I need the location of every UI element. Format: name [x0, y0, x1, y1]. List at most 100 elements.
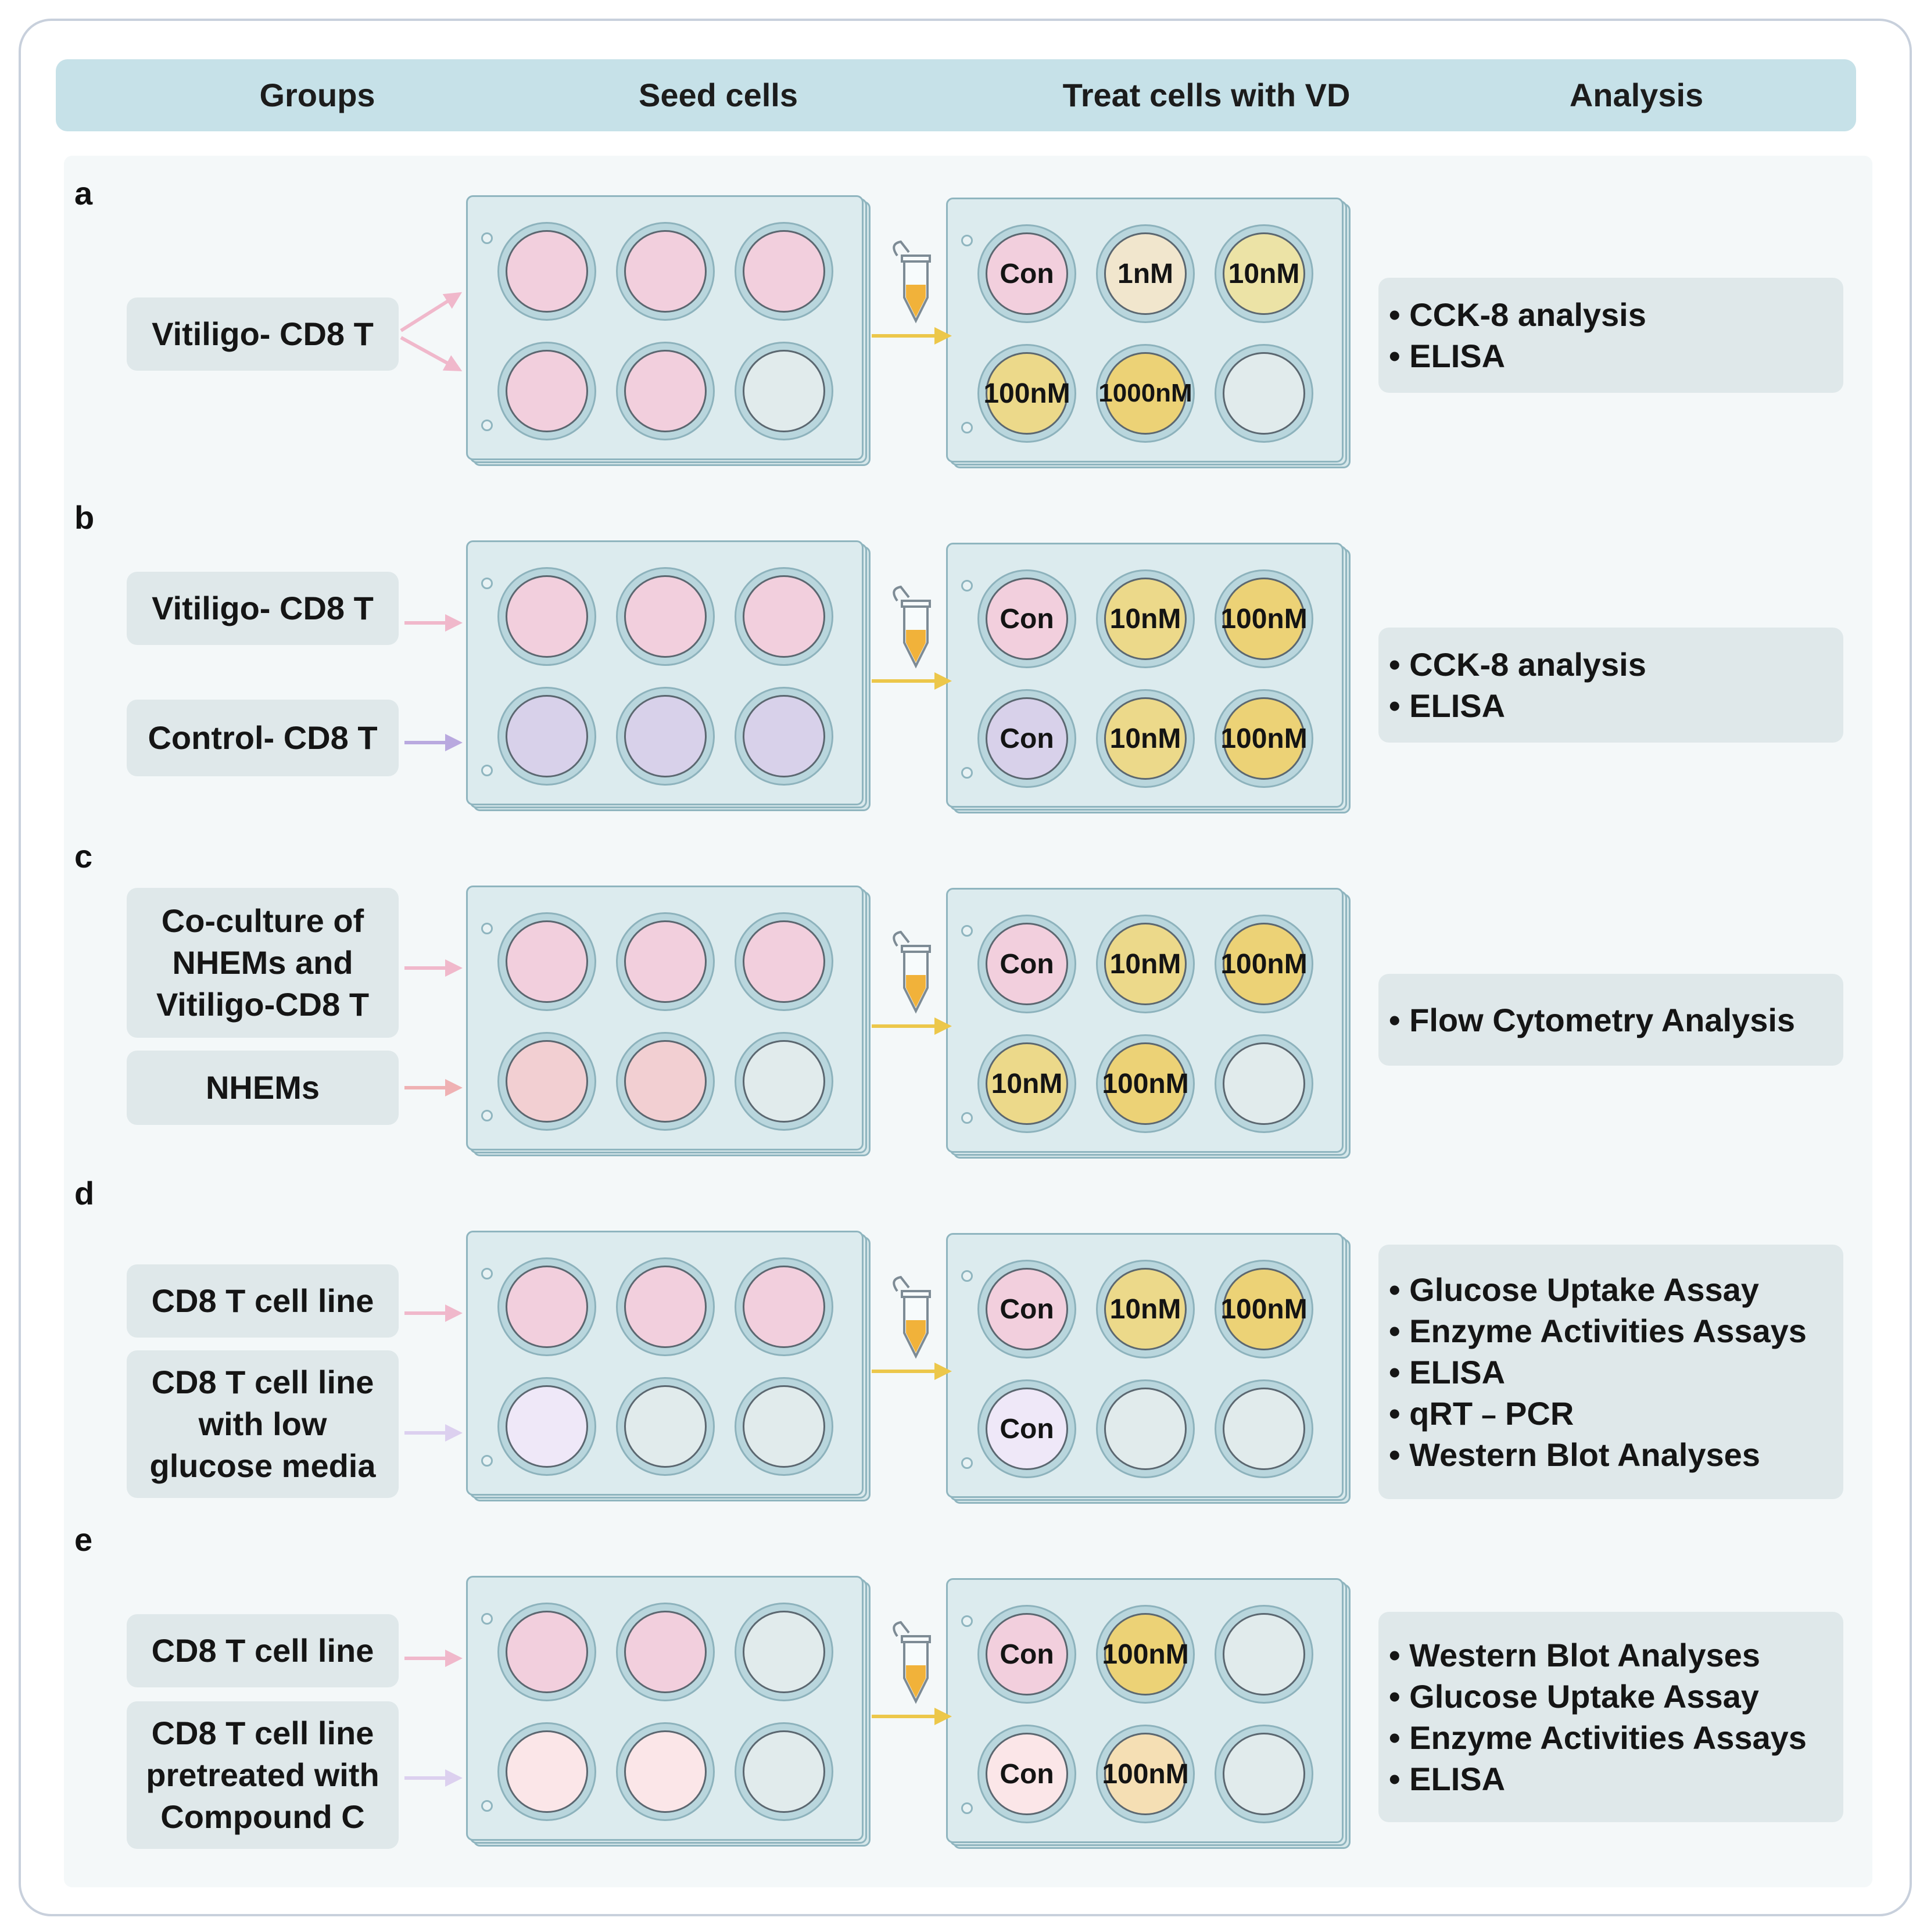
- well-medium: 100nM: [1102, 1733, 1189, 1815]
- panel-label-d: d: [74, 1175, 95, 1211]
- well-concentration-label: 1000nM: [1098, 379, 1192, 407]
- well-concentration-label: Con: [1000, 603, 1054, 635]
- well-medium: [506, 1266, 588, 1348]
- well-concentration-label: 10nM: [1228, 258, 1300, 289]
- well-medium: Con: [986, 1613, 1068, 1696]
- well: 100nM: [1215, 915, 1313, 1013]
- well: [616, 222, 715, 321]
- empty-well: [735, 1603, 833, 1701]
- well-concentration-label: 10nM: [1109, 603, 1181, 635]
- well: Con: [977, 689, 1076, 788]
- well: 10nM: [1096, 569, 1195, 668]
- well-concentration-label: 10nM: [1109, 948, 1181, 980]
- well-medium: [506, 1385, 588, 1468]
- empty-well: [1215, 1605, 1313, 1704]
- well: Con: [977, 1725, 1076, 1823]
- well: [735, 1257, 833, 1356]
- plate-notch: [961, 580, 973, 592]
- well-concentration-label: Con: [1000, 723, 1054, 754]
- well-concentration-label: 100nM: [1102, 1068, 1189, 1099]
- well-medium: [624, 1385, 707, 1468]
- analysis-box: • CCK-8 analysis• ELISA: [1378, 628, 1843, 743]
- well-medium: [506, 575, 588, 658]
- well: [735, 912, 833, 1011]
- empty-well: [1215, 344, 1313, 443]
- well-medium: 100nM: [1102, 1042, 1189, 1125]
- analysis-item: • Glucose Uptake Assay: [1389, 1271, 1759, 1308]
- well-medium: [624, 695, 707, 777]
- analysis-item: • CCK-8 analysis: [1389, 296, 1646, 333]
- well-medium: [743, 1611, 825, 1693]
- well-medium: [506, 695, 588, 777]
- well: Con: [977, 1260, 1076, 1359]
- well-medium: [1223, 1613, 1305, 1696]
- tube-icon: [893, 240, 931, 324]
- well-medium: [743, 230, 825, 313]
- header-treat-cells: Treat cells with VD: [1062, 77, 1351, 113]
- analysis-item: • Western Blot Analyses: [1389, 1637, 1760, 1673]
- group-box: Vitiligo- CD8 T: [127, 572, 399, 645]
- well: Con: [977, 1605, 1076, 1704]
- well-medium: 100nM: [1220, 697, 1308, 780]
- analysis-box: • Glucose Uptake Assay• Enzyme Activitie…: [1378, 1245, 1843, 1499]
- group-arrow: [400, 336, 463, 371]
- well-medium: [1104, 1388, 1187, 1470]
- plate-notch: [481, 765, 493, 776]
- group-arrow: [400, 292, 463, 332]
- well: [497, 687, 596, 786]
- well-concentration-label: 100nM: [1220, 1293, 1308, 1325]
- well-medium: [743, 1730, 825, 1813]
- well-medium: 10nM: [1104, 578, 1187, 660]
- well-medium: 10nM: [986, 1042, 1068, 1125]
- well-medium: Con: [986, 697, 1068, 780]
- empty-well: [1215, 1379, 1313, 1478]
- well-medium: [624, 920, 707, 1003]
- well-medium: Con: [986, 232, 1068, 315]
- well-concentration-label: 10nM: [1109, 1293, 1181, 1325]
- panel-label-c: c: [74, 838, 93, 874]
- well-medium: [743, 1040, 825, 1123]
- tube-icon: [893, 930, 931, 1014]
- well-medium: [624, 1730, 707, 1813]
- well: [735, 567, 833, 666]
- analysis-box: • Western Blot Analyses • Glucose Uptake …: [1378, 1612, 1843, 1822]
- plate-notch: [481, 232, 493, 244]
- well-medium: [743, 1266, 825, 1348]
- well: [497, 1032, 596, 1131]
- plate-notch: [481, 923, 493, 934]
- group-box: CD8 T cell line: [127, 1614, 399, 1687]
- well: [616, 1257, 715, 1356]
- analysis-item: • ELISA: [1389, 1761, 1506, 1797]
- well-medium: Con: [986, 578, 1068, 660]
- analysis-item: • Glucose Uptake Assay: [1389, 1678, 1759, 1715]
- plate-notch: [481, 1800, 493, 1812]
- well: [616, 1032, 715, 1131]
- seed-plate-d: [466, 1231, 871, 1501]
- well: [616, 912, 715, 1011]
- well: [616, 687, 715, 786]
- header-bar: Groups Seed cells Treat cells with VD An…: [56, 59, 1856, 131]
- plate-notch: [961, 767, 973, 779]
- empty-well: [735, 342, 833, 440]
- well-medium: [743, 1385, 825, 1468]
- well: 100nM: [977, 344, 1076, 443]
- well: [497, 342, 596, 440]
- well-medium: Con: [986, 923, 1068, 1005]
- well: [735, 222, 833, 321]
- well-medium: 10nM: [1223, 232, 1305, 315]
- group-box: Vitiligo- CD8 T: [127, 297, 399, 371]
- well: [616, 342, 715, 440]
- plate-notch: [961, 1802, 973, 1814]
- analysis-item: • Enzyme Activities Assays: [1389, 1719, 1807, 1756]
- plate-notch: [961, 1457, 973, 1469]
- well-medium: [1223, 1733, 1305, 1815]
- analysis-item: • qRT﹣PCR: [1389, 1395, 1574, 1432]
- plate-notch: [481, 1110, 493, 1121]
- well-concentration-label: 100nM: [1220, 603, 1308, 635]
- plate-notch: [481, 1613, 493, 1625]
- well-medium: [624, 1266, 707, 1348]
